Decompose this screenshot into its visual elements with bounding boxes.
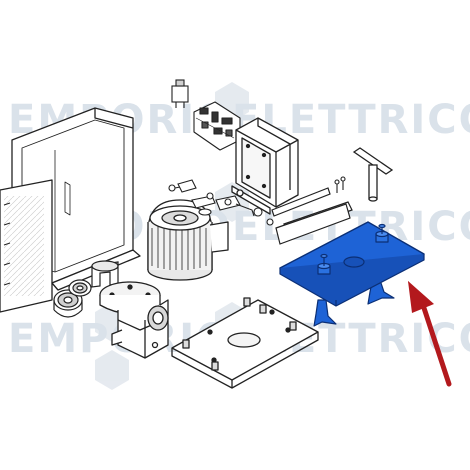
mounting-plate	[171, 297, 319, 389]
gearbox-reducer	[99, 281, 169, 359]
gear-large	[53, 289, 83, 318]
pointer-arrow	[408, 281, 452, 387]
small-terminal-block	[171, 79, 189, 108]
housing-cover	[0, 107, 141, 313]
u-bracket	[91, 260, 119, 288]
cable-bracket	[168, 179, 197, 193]
gear-assembly	[53, 279, 92, 318]
anchor-bolt-right	[375, 223, 389, 243]
anchor-bolt-left	[317, 253, 331, 275]
control-box	[231, 117, 299, 215]
anchor-leg-left	[313, 299, 337, 327]
release-key	[352, 147, 394, 202]
small-screws	[334, 176, 346, 193]
limit-switch-bars	[271, 187, 353, 245]
capacitor-bracket	[191, 192, 274, 226]
highlighted-foundation-plate	[279, 221, 425, 327]
gear-small	[68, 279, 92, 297]
connector-parts	[168, 79, 274, 226]
